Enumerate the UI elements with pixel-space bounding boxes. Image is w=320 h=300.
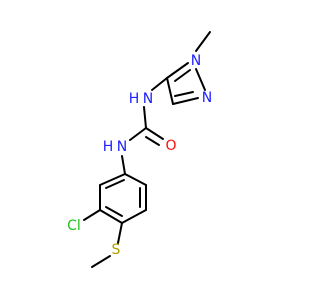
- bond-carbonyl-nh: [129, 127, 147, 141]
- bond-c4-c5-double: [174, 69, 191, 82]
- bond-ring-4: [121, 209, 147, 224]
- bond-carbonyl-o: [145, 127, 164, 140]
- atom-chlorine: Cl: [67, 218, 81, 234]
- atom-nh-bottom-n: N: [117, 139, 127, 155]
- bond-ring-6: [124, 173, 147, 186]
- atom-labels: N N N H O N H Cl S: [67, 53, 212, 258]
- bond-ring-3: [99, 209, 123, 224]
- bond-ring-inner-1: [105, 179, 125, 189]
- bonds: [83, 31, 211, 268]
- bond-ring-s: [117, 222, 123, 244]
- bond-c4-nh: [151, 77, 168, 91]
- bond-nh-carbonyl: [143, 106, 147, 129]
- bond-n2-c3: [172, 97, 199, 105]
- bond-nh-phenyl: [121, 155, 126, 175]
- bond-methyl-n1: [195, 31, 211, 52]
- bond-c4-c5: [166, 62, 189, 79]
- bond-s-methyl: [91, 255, 111, 268]
- bond-n1-n2: [195, 68, 206, 91]
- atom-n-ring: N: [202, 90, 212, 106]
- bond-c3-c4: [166, 77, 174, 105]
- atom-sulfur: S: [112, 242, 121, 258]
- atom-nh-bottom-h: H: [103, 139, 114, 155]
- bond-ring-1: [99, 173, 126, 186]
- bond-ring-inner-2: [105, 206, 123, 217]
- bond-n2-c3-double: [174, 91, 194, 97]
- molecule-structure: N N N H O N H Cl S: [67, 31, 212, 268]
- bond-ring-cl: [83, 209, 101, 221]
- atom-n-methyl: N: [191, 53, 201, 69]
- bond-carbonyl-o-double: [145, 136, 160, 146]
- atom-nh-top-n: N: [143, 91, 153, 107]
- atom-o-carbonyl: O: [165, 138, 176, 154]
- atom-nh-top-h: H: [129, 91, 140, 107]
